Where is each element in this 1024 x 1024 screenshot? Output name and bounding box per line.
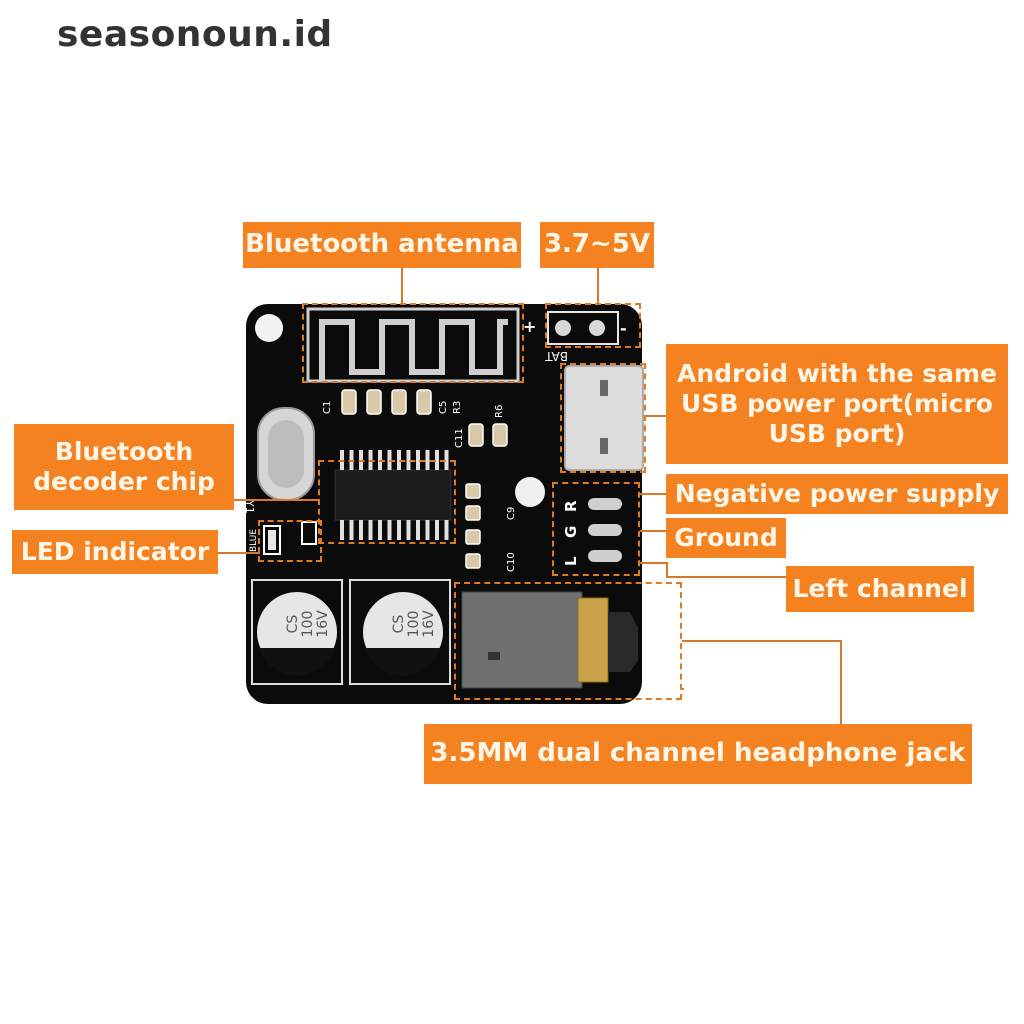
chip-pin [435, 520, 439, 540]
r3-silkscreen: R3 [452, 401, 463, 414]
l-silkscreen: L [562, 556, 580, 566]
chip-pin [378, 520, 382, 540]
negative-leader [640, 493, 668, 495]
label-ground: Ground [666, 518, 786, 558]
chip-pin [444, 520, 449, 540]
micro-usb-port [564, 365, 644, 471]
led-highlight [258, 520, 322, 562]
decoder-label-line-2: decoder chip [33, 467, 215, 496]
decoder-leader [234, 499, 320, 501]
chip-pin [387, 520, 392, 540]
usb-label-line-3: USB port) [768, 419, 906, 448]
label-headphone-jack: 3.5MM dual channel headphone jack [424, 724, 972, 784]
c11-silkscreen: C11 [454, 428, 465, 448]
usb-leader [646, 415, 668, 417]
blue-silkscreen: BLUE [249, 529, 259, 552]
jack-leader-b [840, 640, 842, 724]
usb-label-line-2: USB power port(micro [681, 389, 993, 418]
ground-leader [640, 530, 668, 532]
decoder-chip [334, 450, 452, 540]
chip-highlight [318, 460, 456, 544]
chip-pin [406, 520, 411, 540]
plus-silkscreen: + [523, 317, 536, 336]
watermark: seasonoun.id [57, 14, 333, 55]
jack-leader-a [682, 688, 684, 690]
chip-pin [349, 520, 354, 540]
electrolytic-capacitor-2: CS 100 16V [349, 579, 451, 685]
left-leader-c [666, 576, 786, 578]
chip-pin [416, 520, 420, 540]
decoder-label-line-1: Bluetooth [54, 437, 194, 466]
minus-silkscreen: - [620, 319, 627, 338]
svg-text:100: 100 [406, 611, 422, 638]
led-pad [263, 525, 281, 555]
antenna-leader [401, 268, 403, 305]
label-negative-power: Negative power supply [666, 474, 1008, 514]
headphone-jack [461, 591, 638, 689]
bat-silkscreen: BAT [544, 349, 568, 363]
left-leader-b [666, 562, 668, 577]
c1-silkscreen: C1 [322, 401, 333, 414]
voltage-leader [597, 268, 599, 305]
svg-text:CS: CS [391, 615, 407, 634]
label-usb-port: Android with the same USB power port(mic… [666, 344, 1008, 464]
smd-capacitors [341, 389, 508, 569]
c10-silkscreen: C10 [506, 552, 517, 572]
label-voltage: 3.7~5V [540, 222, 654, 268]
chip-pin [425, 520, 430, 540]
electrolytic-capacitor-1: CS 100 16V [251, 579, 343, 685]
c9-silkscreen: C9 [506, 507, 517, 520]
usb-highlight [560, 363, 646, 473]
label-decoder-chip: Bluetooth decoder chip [14, 424, 234, 510]
status-hole [515, 477, 545, 507]
r-silkscreen: R [562, 500, 580, 512]
label-bluetooth-antenna: Bluetooth antenna [243, 222, 521, 268]
svg-text:16V: 16V [315, 610, 331, 638]
r6-silkscreen: R6 [494, 405, 505, 418]
battery-pad-positive [555, 320, 571, 336]
jack-leader-c [682, 640, 842, 642]
battery-pad-negative [589, 320, 605, 336]
left-leader-a [640, 562, 668, 564]
chip-pin [397, 520, 401, 540]
c5-silkscreen: C5 [438, 401, 449, 414]
audio-pads-highlight [552, 482, 640, 576]
chip-pin [340, 520, 344, 540]
mounting-hole [255, 314, 283, 342]
chip-pin [368, 520, 373, 540]
svg-text:100: 100 [300, 611, 316, 638]
chip-pin [359, 520, 363, 540]
usb-label-line-1: Android with the same [677, 359, 997, 388]
svg-text:16V: 16V [421, 610, 437, 638]
antenna-highlight [302, 303, 524, 383]
y1-silkscreen: Y1 [243, 499, 256, 514]
audio-pads [588, 498, 622, 562]
led-leader [206, 552, 260, 554]
battery-highlight [545, 303, 641, 348]
label-left-channel: Left channel [786, 566, 974, 612]
svg-text:CS: CS [285, 615, 301, 634]
g-silkscreen: G [562, 526, 580, 538]
label-led-indicator: LED indicator [12, 530, 218, 574]
jack-highlight [454, 582, 682, 700]
